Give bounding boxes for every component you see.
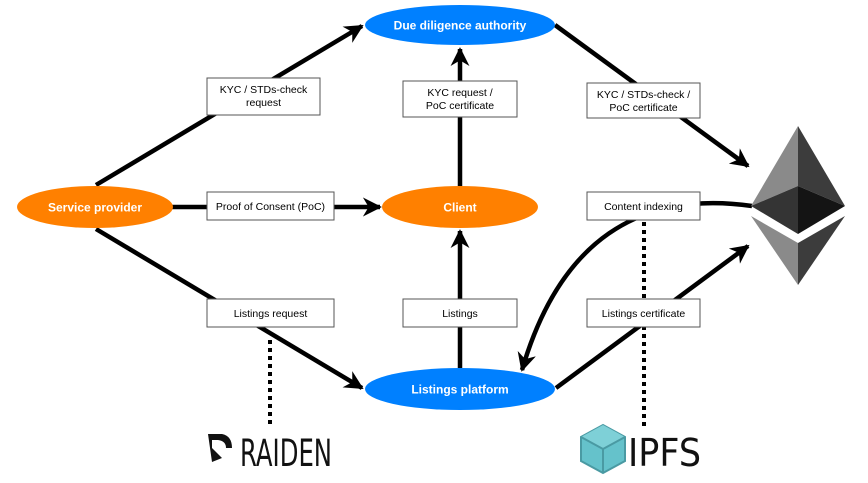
listings-certificate-label: Listings certificate (602, 308, 686, 320)
raiden-wordmark: RAIDEN (240, 432, 332, 475)
client-label: Client (443, 201, 476, 215)
ipfs-logo: IPFS (580, 423, 701, 475)
node-client[interactable]: Client (382, 186, 538, 228)
service-provider-label: Service provider (48, 201, 142, 215)
kyc-stds-poc-line1: KYC / STDs-check / (597, 89, 690, 101)
due-diligence-label: Due diligence authority (394, 19, 527, 33)
label-box-listings-certificate: Listings certificate (586, 298, 701, 328)
listings-label: Listings (442, 308, 478, 320)
node-due-diligence-authority[interactable]: Due diligence authority (365, 5, 555, 45)
label-box-kyc-request: KYC / STDs-check request (206, 77, 321, 116)
kyc-request-line2: request (246, 97, 281, 109)
label-box-kyc-poc: KYC request / PoC certificate (402, 80, 518, 118)
label-box-proof-of-consent: Proof of Consent (PoC) (206, 191, 335, 221)
raiden-icon (208, 434, 232, 462)
node-service-provider[interactable]: Service provider (17, 186, 173, 228)
kyc-poc-line1: KYC request / (427, 87, 492, 99)
ethereum-icon (751, 126, 845, 285)
label-box-listings-request: Listings request (206, 298, 335, 328)
dotted-connectors (268, 222, 646, 428)
kyc-request-line1: KYC / STDs-check (220, 84, 308, 96)
label-box-kyc-stds-poc: KYC / STDs-check / PoC certificate (586, 82, 701, 119)
node-listings-platform[interactable]: Listings platform (365, 368, 555, 410)
raiden-logo: RAIDEN (208, 432, 332, 475)
ipfs-cube-icon (580, 423, 626, 475)
label-box-content-indexing: Content indexing (586, 191, 701, 221)
edge-ethereum-to-listings (517, 200, 753, 372)
label-box-listings: Listings (402, 298, 518, 328)
kyc-stds-poc-line2: PoC certificate (609, 102, 677, 114)
ipfs-wordmark: IPFS (628, 431, 701, 475)
listings-request-label: Listings request (234, 308, 308, 320)
listings-platform-label: Listings platform (411, 383, 508, 397)
kyc-poc-line2: PoC certificate (426, 100, 494, 112)
content-indexing-label: Content indexing (604, 201, 683, 213)
proof-of-consent-label: Proof of Consent (PoC) (216, 201, 325, 213)
